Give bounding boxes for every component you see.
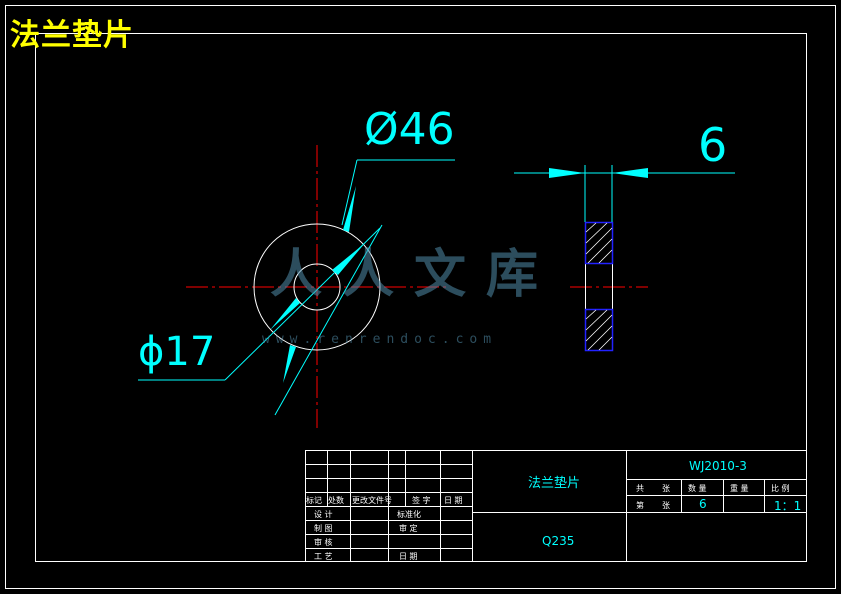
- outer-diameter-label: Ø46: [364, 104, 455, 155]
- tb-info-quantity: 数 量: [688, 484, 707, 493]
- tb-drawing-number: WJ2010-3: [689, 459, 747, 473]
- inner-diameter-dimension: [138, 227, 381, 381]
- tb-approval-date: 日 期: [399, 552, 418, 561]
- title-block-lines: [305, 450, 807, 562]
- tb-header-signature: 签 字: [412, 496, 431, 505]
- tb-header-count: 处数: [328, 496, 344, 505]
- tb-role-drawing: 制 图: [314, 524, 333, 533]
- tb-header-change-doc: 更改文件号: [352, 496, 392, 505]
- tb-value-quantity: 6: [699, 497, 707, 511]
- tb-part-name: 法兰垫片: [528, 476, 581, 491]
- outer-circle: [253, 223, 381, 351]
- tb-info-weight: 重 量: [730, 484, 749, 493]
- tb-role-design: 设 计: [314, 510, 333, 519]
- tb-standardization: 标准化: [397, 510, 421, 519]
- tb-info-sheet-no: 第: [636, 501, 644, 510]
- side-view: [570, 221, 648, 352]
- tb-role-review: 审 核: [314, 538, 333, 547]
- thickness-dimension: [514, 165, 735, 222]
- outer-diameter-dimension: [274, 159, 455, 416]
- tb-material: Q235: [542, 534, 575, 548]
- outer-frame: [5, 5, 836, 589]
- page-title: 法兰垫片: [10, 18, 134, 53]
- inner-circle: [293, 263, 341, 311]
- tb-header-mark: 标记: [306, 496, 322, 505]
- tb-info-sheets: 张: [662, 484, 670, 493]
- tb-header-date: 日 期: [444, 496, 463, 505]
- tb-value-scale: 1：1: [774, 499, 802, 513]
- watermark-logo: 人人文库: [270, 245, 559, 305]
- watermark-url: www.renrendoc.com: [262, 332, 498, 347]
- tb-info-sheet-word: 张: [662, 501, 670, 510]
- tb-role-process: 工 艺: [314, 552, 333, 561]
- thickness-label: 6: [698, 118, 728, 172]
- tb-info-scale: 比 例: [771, 484, 790, 493]
- inner-diameter-label: ϕ17: [138, 329, 216, 375]
- tb-approval: 审 定: [399, 524, 418, 533]
- tb-info-total: 共: [636, 484, 644, 493]
